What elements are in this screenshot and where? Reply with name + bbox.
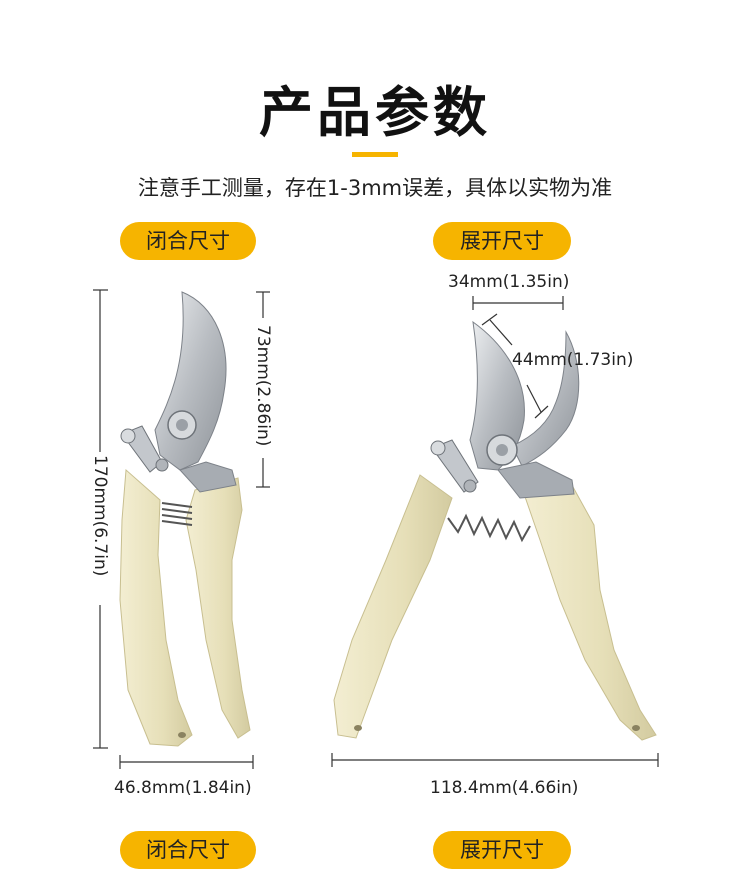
title-underline bbox=[352, 152, 398, 157]
page-title: 产品参数 bbox=[259, 81, 491, 144]
open-width-label: 118.4mm(4.66in) bbox=[430, 778, 579, 798]
open-size-badge-top: 展开尺寸 bbox=[433, 222, 571, 260]
open-blade-dimension bbox=[481, 313, 549, 419]
closed-height-label: 170mm(6.7in) bbox=[90, 455, 110, 577]
closed-width-label: 46.8mm(1.84in) bbox=[114, 778, 252, 798]
open-size-badge-bottom: 展开尺寸 bbox=[433, 831, 571, 869]
open-jaw-dimension bbox=[472, 296, 564, 310]
measurement-note: 注意手工测量，存在1-3mm误差，具体以实物为准 bbox=[137, 176, 613, 200]
closed-pruner bbox=[119, 291, 251, 747]
closed-blade-dimension bbox=[256, 291, 270, 488]
open-blade-length-label: 44mm(1.73in) bbox=[512, 350, 634, 370]
open-pruner bbox=[333, 320, 657, 741]
closed-size-badge-bottom: 闭合尺寸 bbox=[120, 831, 256, 869]
closed-blade-length-label: 73mm(2.86in) bbox=[253, 325, 273, 447]
open-jaw-gap-label: 34mm(1.35in) bbox=[448, 272, 570, 292]
closed-height-dimension bbox=[93, 289, 108, 749]
closed-width-dimension bbox=[119, 755, 254, 769]
closed-size-badge-top: 闭合尺寸 bbox=[120, 222, 256, 260]
open-width-dimension bbox=[331, 753, 659, 767]
